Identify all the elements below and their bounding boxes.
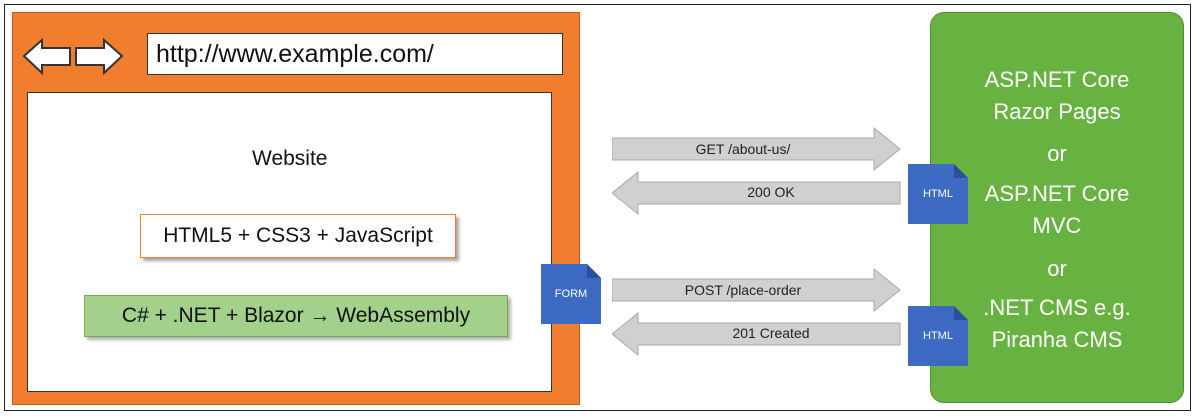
forward-arrow-icon[interactable]	[75, 38, 124, 76]
diagram-frame	[4, 4, 1191, 411]
ok-response-label: 200 OK	[747, 184, 795, 200]
get-request-label: GET /about-us/	[695, 141, 791, 157]
server-line-net-cms: .NET CMS e.g.	[983, 295, 1131, 320]
get-request-arrow	[612, 126, 901, 172]
server-line-aspnet-core-1: ASP.NET Core	[984, 67, 1130, 92]
post-request-label: POST /place-order	[684, 282, 802, 298]
html-tag-top-label: HTML	[923, 188, 953, 200]
server-or-2: or	[1047, 256, 1067, 281]
html-tag-bottom: HTML	[908, 306, 968, 366]
form-tag-label: FORM	[554, 288, 588, 300]
back-arrow-icon[interactable]	[22, 38, 71, 76]
form-tag: FORM	[541, 264, 601, 324]
post-request-arrow	[612, 267, 901, 313]
document-icon	[541, 264, 601, 324]
tech-html-box: HTML5 + CSS3 + JavaScript	[140, 214, 456, 258]
server-line-razor-pages: Razor Pages	[993, 99, 1121, 124]
document-icon	[908, 306, 968, 366]
document-icon	[908, 164, 968, 224]
created-response-label: 201 Created	[732, 325, 810, 341]
website-title: Website	[252, 147, 328, 170]
navigation-arrows	[22, 38, 124, 76]
tech-blazor-box: C# + .NET + Blazor → WebAssembly	[84, 295, 508, 337]
address-bar[interactable]: http://www.example.com/	[147, 33, 563, 75]
ok-response-arrow	[612, 170, 901, 216]
html-tag-top: HTML	[908, 164, 968, 224]
server-line-piranha-cms: Piranha CMS	[991, 327, 1123, 352]
html-tag-bottom-label: HTML	[923, 330, 953, 342]
created-response-arrow	[612, 311, 901, 357]
server-line-mvc: MVC	[1032, 213, 1082, 238]
server-box	[930, 12, 1184, 403]
server-line-aspnet-core-2: ASP.NET Core	[984, 181, 1130, 206]
server-or-1: or	[1047, 141, 1067, 166]
